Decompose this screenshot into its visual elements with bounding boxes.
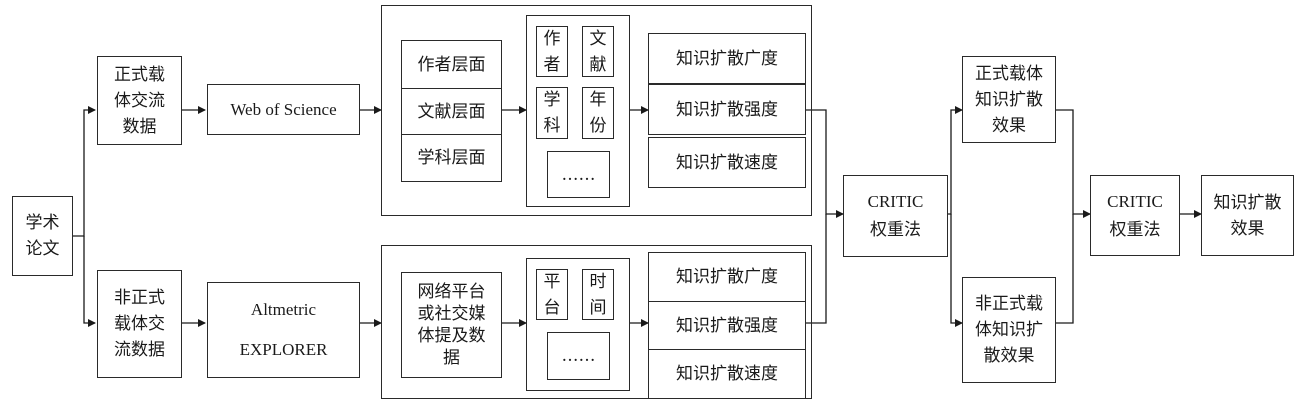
level-author-label: 作者层面 <box>417 54 486 75</box>
level-author: 作者层面 <box>401 40 502 89</box>
informal-dimensions-group <box>526 258 630 391</box>
informal-data-label: 非正式载体交流数据 <box>114 288 165 360</box>
informal-effect-box: 非正式载体知识扩散效果 <box>962 277 1056 383</box>
informal-metric-speed-label: 知识扩散速度 <box>676 364 778 384</box>
informal-data-box: 非正式载体交流数据 <box>97 270 182 378</box>
cell-year: 年份 <box>582 87 614 139</box>
formal-dimensions-group <box>526 15 630 207</box>
informal-analysis-group <box>381 245 812 399</box>
cell-time: 时间 <box>582 269 614 320</box>
critic-2-label-line1: CRITIC <box>1107 191 1163 211</box>
formal-effect-label: 正式载体知识扩散效果 <box>975 63 1043 136</box>
informal-ellipsis: …… <box>561 346 596 366</box>
formal-metric-speed: 知识扩散速度 <box>648 137 806 188</box>
level-discipline-label: 学科层面 <box>417 148 486 168</box>
explorer-label: EXPLORER <box>239 340 328 359</box>
formal-metric-intensity: 知识扩散强度 <box>648 84 806 135</box>
formal-metric-intensity-label: 知识扩散强度 <box>676 99 778 120</box>
informal-metric-breadth-label: 知识扩散广度 <box>676 267 778 287</box>
final-effect-box: 知识扩散效果 <box>1201 175 1294 256</box>
cell-time-label: 时间 <box>589 271 607 318</box>
critic-2-label-line2: 权重法 <box>1109 219 1161 239</box>
altmetric-explorer-box: Altmetric EXPLORER <box>207 282 360 378</box>
final-effect-label: 知识扩散效果 <box>1213 192 1282 239</box>
cell-author-label: 作者 <box>543 28 561 75</box>
cell-discipline-label: 学科 <box>543 90 561 136</box>
formal-metric-breadth-label: 知识扩散广度 <box>676 48 778 69</box>
critic-weighting-box-2: CRITIC 权重法 <box>1090 175 1180 256</box>
cell-document-label: 文献 <box>589 28 607 75</box>
critic-weighting-box-1: CRITIC 权重法 <box>843 175 948 257</box>
formal-effect-box: 正式载体知识扩散效果 <box>962 56 1056 143</box>
social-media-mention-box: 网络平台或社交媒体提及数据 <box>401 272 502 378</box>
cell-platform-label: 平台 <box>543 271 561 318</box>
cell-author: 作者 <box>536 26 568 77</box>
cell-discipline: 学科 <box>536 87 568 139</box>
level-document-label: 文献层面 <box>417 101 486 122</box>
informal-metric-breadth: 知识扩散广度 <box>648 252 806 302</box>
formal-data-label: 正式载体交流数据 <box>114 64 165 137</box>
informal-effect-label: 非正式载体知识扩散效果 <box>975 294 1043 366</box>
social-media-mention-label: 网络平台或社交媒体提及数据 <box>417 282 486 368</box>
formal-more-box: …… <box>547 151 610 198</box>
level-document: 文献层面 <box>401 88 502 135</box>
informal-metric-intensity: 知识扩散强度 <box>648 301 806 350</box>
web-of-science-box: Web of Science <box>207 84 360 135</box>
cell-year-label: 年份 <box>589 90 607 136</box>
altmetric-label: Altmetric <box>250 300 317 319</box>
source-label: 学术论文 <box>25 213 60 259</box>
cell-document: 文献 <box>582 26 614 77</box>
formal-metric-speed-label: 知识扩散速度 <box>676 152 778 173</box>
critic-1-label-line2: 权重法 <box>870 220 921 239</box>
level-discipline: 学科层面 <box>401 134 502 182</box>
formal-analysis-group <box>381 5 812 216</box>
formal-data-box: 正式载体交流数据 <box>97 56 182 145</box>
informal-more-box: …… <box>547 332 610 380</box>
critic-1-label-line1: CRITIC <box>867 192 924 211</box>
informal-metric-speed: 知识扩散速度 <box>648 349 806 399</box>
cell-platform: 平台 <box>536 269 568 320</box>
formal-metric-breadth: 知识扩散广度 <box>648 33 806 84</box>
informal-metric-intensity-label: 知识扩散强度 <box>676 315 778 336</box>
web-of-science-label: Web of Science <box>230 99 337 119</box>
formal-ellipsis: …… <box>561 164 596 185</box>
source-box-academic-papers: 学术论文 <box>12 196 73 276</box>
